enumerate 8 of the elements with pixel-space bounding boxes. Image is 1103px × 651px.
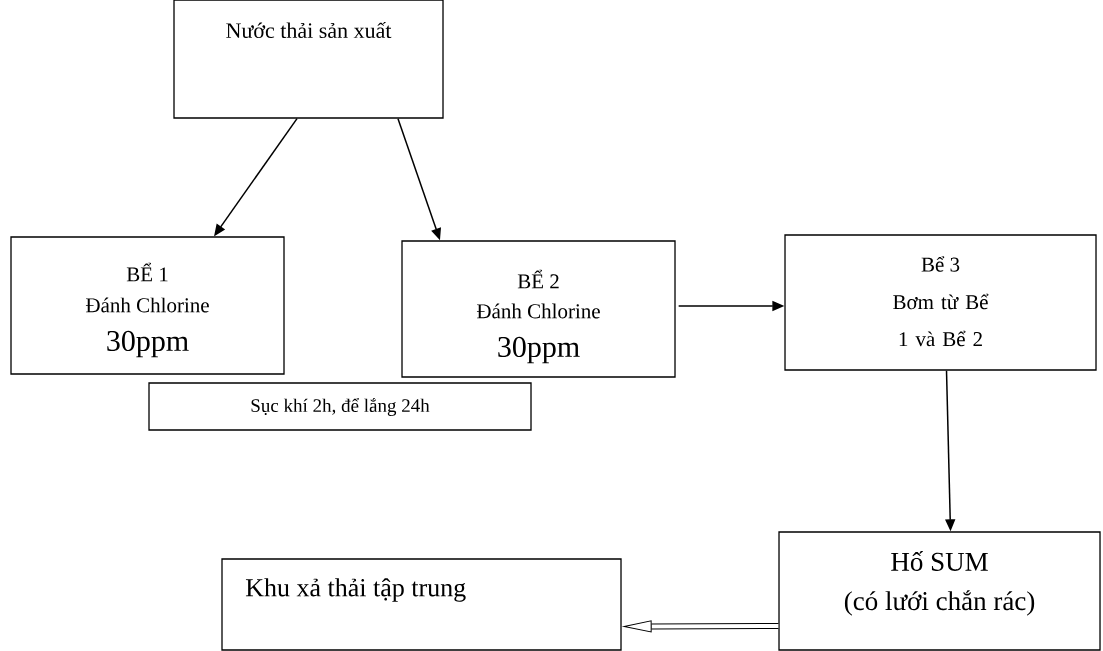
- process-box: Nước thải sản xuất: [173, 0, 444, 119]
- arrow: [623, 620, 779, 633]
- tank-box: BỂ 1 Đánh Chlorine 30ppm: [10, 236, 285, 375]
- note-box: Sục khí 2h, để lắng 24h: [148, 382, 532, 431]
- discharge-box: Khu xả thải tập trung: [221, 558, 622, 651]
- tank-box: BỂ 2 Đánh Chlorine 30ppm: [401, 240, 676, 378]
- tank-box: Bể 3 Bơm từ Bể 1 và Bể 2: [784, 234, 1097, 371]
- pit-box: Hố SUM (có lưới chắn rác): [778, 531, 1101, 651]
